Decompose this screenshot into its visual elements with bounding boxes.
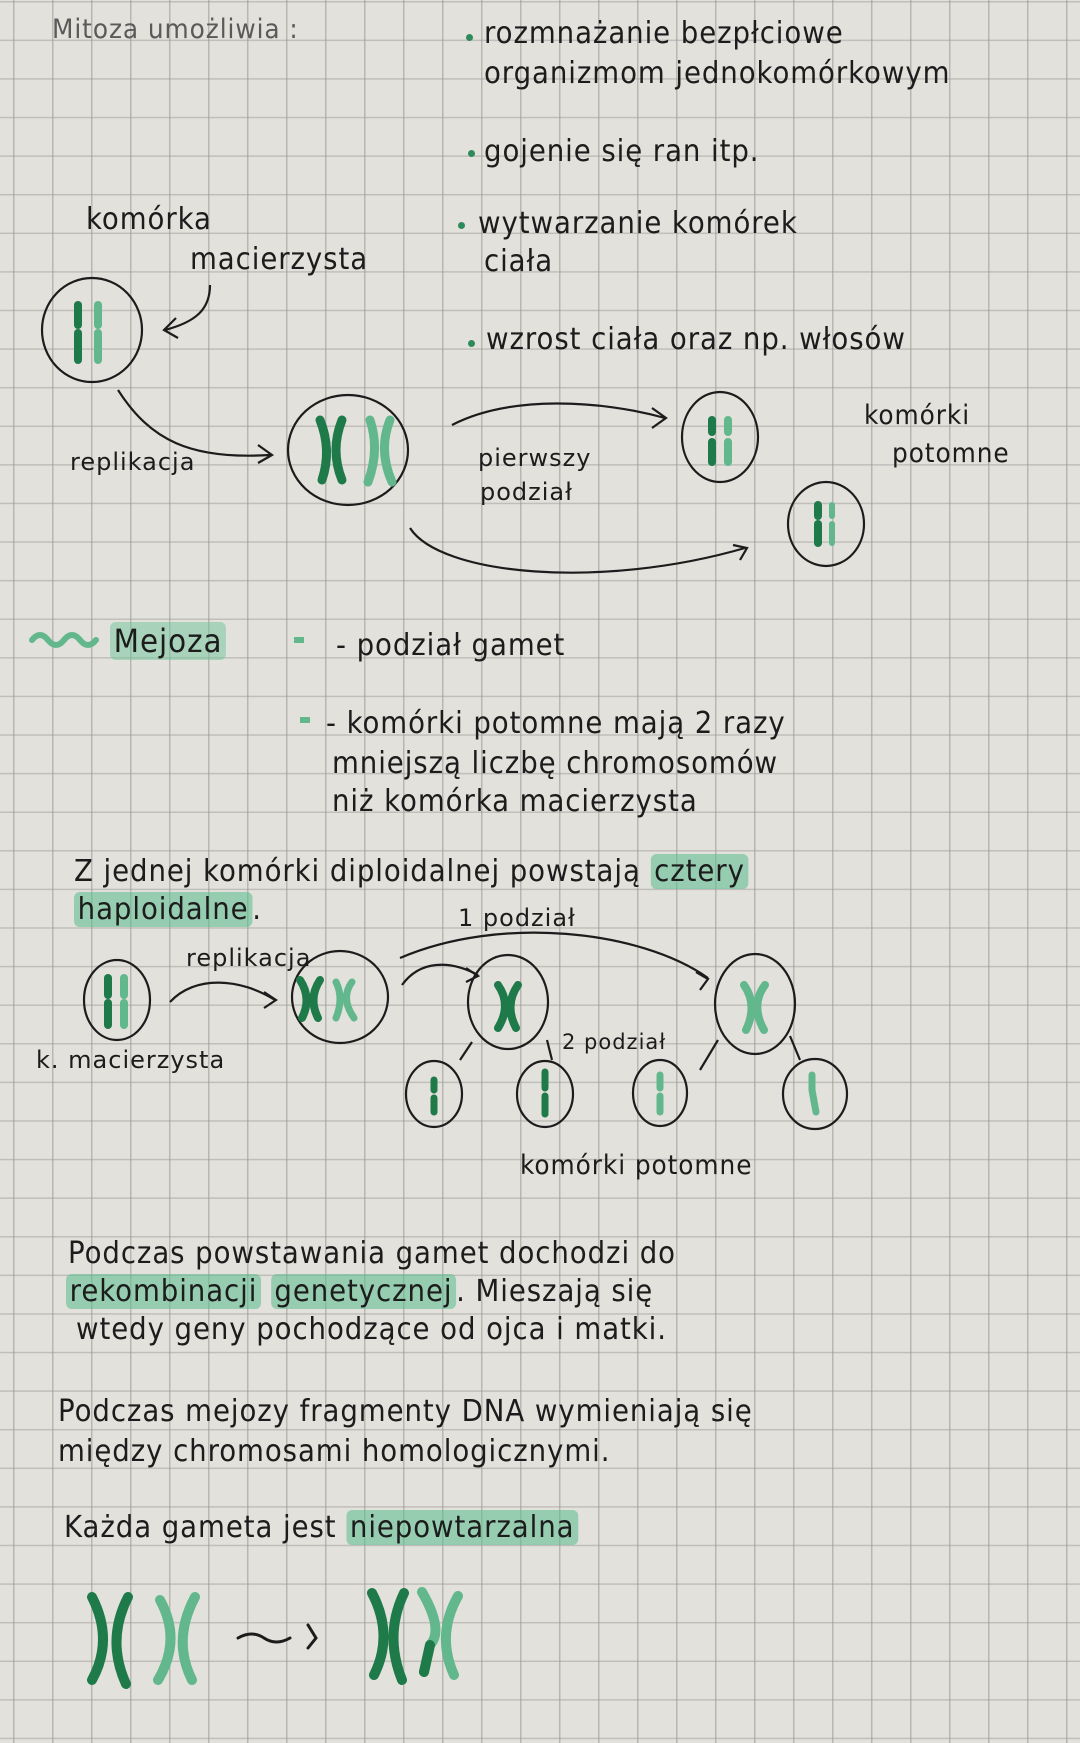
highlight-recombination: rekombinacji (66, 1274, 261, 1309)
recombination-p1-line-1: Podczas powstawania gamet dochodzi do (68, 1236, 676, 1271)
mitosis-bullet-2: gojenie się ran itp. (484, 134, 760, 169)
meiosis-point-2-line-2: mniejszą liczbę chromosomów (332, 746, 779, 781)
meiosis-point-1: - podział gamet (336, 628, 566, 663)
meiosis-summary-line-2: haploidalne. (74, 892, 262, 927)
meiosis-daughter-cells-label: komórki potomne (520, 1150, 753, 1181)
replication-arrow-icon (117, 389, 271, 457)
chromosome-icon (87, 1592, 133, 1689)
highlight-genetic: genetycznej (270, 1274, 457, 1309)
mother-cell-label-2: macierzysta (190, 242, 369, 277)
recombination-p2-line-2: między chromosami homologicznymi. (58, 1434, 611, 1469)
chromosome-icon (367, 1588, 409, 1685)
meiosis-replicated-cell-circle (290, 949, 390, 1045)
first-division-label-1: pierwszy (478, 444, 592, 472)
meiosis-mother-cell-circle (82, 958, 152, 1042)
bullet-dot-icon (466, 34, 473, 41)
daughter-cells-label-1: komórki (864, 400, 971, 431)
intermediate-cell-circle (466, 953, 550, 1051)
daughter-cell-circle (680, 390, 760, 484)
recombination-p1-line-2: rekombinacji genetycznej. Mieszają się (66, 1274, 653, 1309)
mother-cell-circle (40, 276, 144, 384)
first-division-label: 1 podział (458, 904, 576, 932)
mitosis-bullet-3-line-1: wytwarzanie komórek (478, 206, 798, 241)
daughter-cell-circle (781, 1057, 849, 1131)
arrow-icon (236, 1632, 292, 1644)
daughter-cell-circle (515, 1059, 575, 1129)
meiosis-summary-line-1: Z jednej komórki diploidalnej powstają c… (74, 854, 749, 889)
bullet-dot-icon (468, 150, 475, 157)
replicated-cell-circle (286, 393, 410, 507)
first-division-label-2: podział (480, 478, 573, 506)
replication-arrow-icon (169, 981, 276, 1003)
recombination-p2-line-1: Podczas mejozy fragmenty DNA wymieniają … (58, 1394, 753, 1429)
meiosis-replication-label: replikacja (186, 944, 312, 972)
mitosis-heading: Mitoza umożliwia : (52, 14, 299, 45)
daughter-cell-circle (786, 480, 866, 568)
recombination-p1-line-2-rest: . Mieszają się (456, 1274, 654, 1309)
division-arrow-icon (451, 402, 666, 426)
intermediate-cell-circle (713, 952, 797, 1056)
meiosis-summary-text: Z jednej komórki diploidalnej powstają (74, 854, 641, 889)
meiosis-heading: Mejoza (110, 622, 227, 660)
daughter-cell-circle (404, 1059, 464, 1129)
highlight-haploid: haploidalne (74, 892, 253, 927)
recombination-p3: Każda gameta jest niepowtarzalna (64, 1510, 579, 1545)
highlight-unique: niepowtarzalna (346, 1510, 579, 1545)
recombination-p1-line-3: wtedy geny pochodzące od ojca i matki. (76, 1312, 667, 1347)
division-arrow-icon (399, 931, 709, 979)
recombination-p3-text: Każda gameta jest (64, 1510, 337, 1545)
arrow-icon (164, 284, 212, 332)
replication-label: replikacja (70, 448, 196, 476)
daughter-cell-circle (631, 1058, 689, 1128)
mitosis-bullet-1-line-2: organizmom jednokomórkowym (484, 56, 951, 91)
bullet-dot-icon (458, 222, 465, 229)
daughter-cells-label-2: potomne (892, 438, 1010, 469)
division-arrow-icon (409, 527, 746, 574)
meiosis-point-2-line-1: - komórki potomne mają 2 razy (326, 706, 786, 741)
bullet-dot-icon (468, 340, 475, 347)
meiosis-mother-cell-label: k. macierzysta (36, 1046, 226, 1074)
chromosome-icon (153, 1592, 200, 1685)
meiosis-point-2-line-3: niż komórka macierzysta (332, 784, 698, 819)
mitosis-bullet-3-line-2: ciała (484, 244, 554, 279)
mitosis-bullet-4: wzrost ciała oraz np. włosów (486, 322, 906, 357)
period: . (252, 892, 262, 927)
mitosis-bullet-1-line-1: rozmnażanie bezpłciowe (484, 16, 844, 51)
meiosis-heading-text: Mejoza (110, 622, 227, 660)
second-division-label: 2 podział (562, 1030, 667, 1054)
highlight-four: cztery (650, 854, 749, 889)
mother-cell-label-1: komórka (86, 202, 212, 237)
